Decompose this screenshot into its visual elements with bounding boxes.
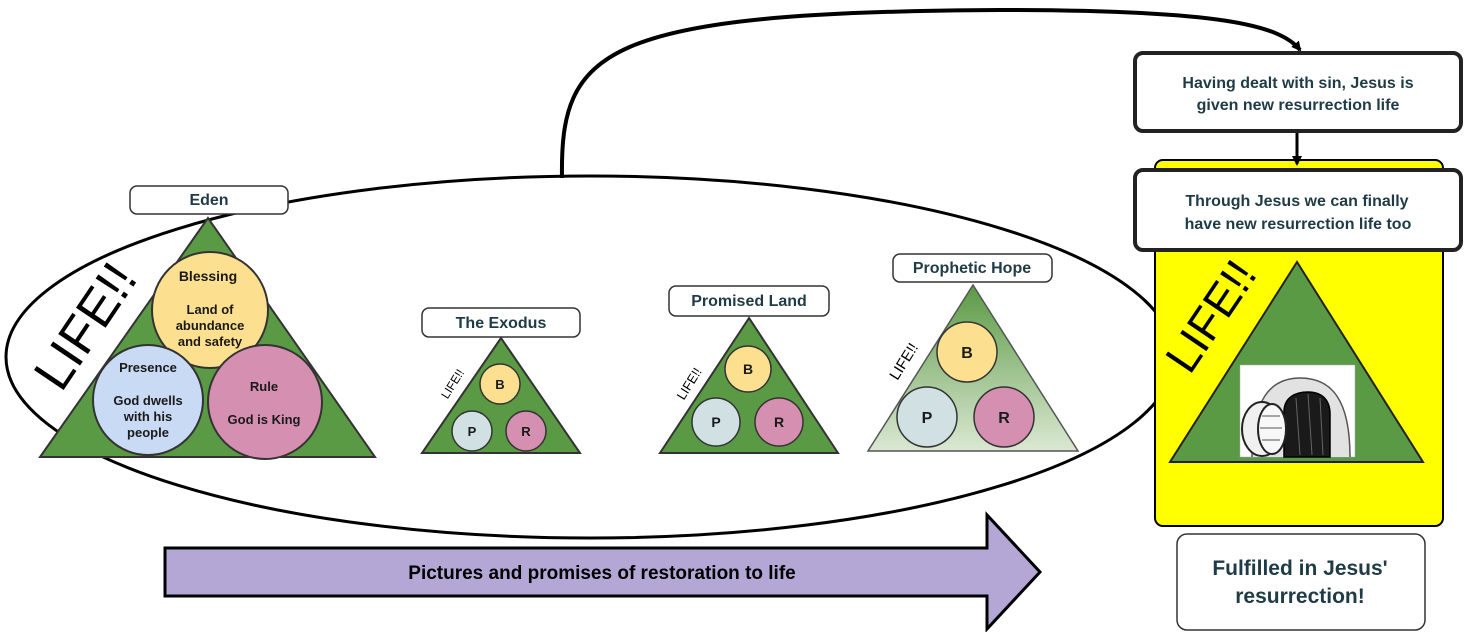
prophetic-hope-p-circle: [896, 386, 958, 448]
restoration-arrow: [163, 511, 1043, 632]
prophetic-hope-title: Prophetic Hope: [913, 260, 1031, 277]
prophetic-hope-p-label: P: [922, 410, 933, 427]
jesus-resurrection-line1: Having dealt with sin, Jesus is: [1182, 75, 1413, 92]
promised-land-r-circle: [754, 397, 804, 447]
prophetic-hope-title-box: [892, 253, 1053, 283]
restoration-arrow-label: Pictures and promises of restoration to …: [408, 563, 795, 584]
eden-rule-label: Rule: [250, 379, 278, 394]
eden-blessing-desc-1: Land of: [187, 302, 235, 317]
prophetic-hope-b-circle: [936, 321, 998, 383]
jesus-resurrection-box: [1133, 51, 1463, 133]
exodus-p-circle: [451, 410, 493, 452]
fulfilled-line1: Fulfilled in Jesus': [1212, 557, 1387, 580]
eden-rule-desc: God is King: [228, 412, 301, 427]
promised-land-p-circle: [691, 397, 741, 447]
promised-land-b-label: B: [743, 361, 753, 377]
eden-blessing-desc-3: and safety: [178, 334, 243, 349]
prophetic-hope-r-label: R: [998, 410, 1010, 427]
eden-blessing-label: Blessing: [179, 268, 237, 284]
connector-curve: [559, 7, 1302, 179]
promised-land-group: B P R LIFE!! Promised Land: [658, 285, 840, 454]
eden-blessing-circle: [151, 251, 269, 369]
fulfilled-box: [1176, 533, 1426, 631]
promised-land-r-label: R: [774, 414, 784, 430]
empty-tomb-icon: [1239, 364, 1356, 458]
resurrection-triangle: [1168, 260, 1425, 463]
exodus-title-box: [421, 307, 581, 338]
eden-title: Eden: [189, 192, 228, 209]
exodus-b-circle: [479, 363, 521, 405]
exodus-r-label: R: [521, 424, 531, 439]
our-resurrection-box: [1133, 168, 1463, 252]
eden-title-box: [129, 185, 289, 215]
exodus-b-label: B: [495, 377, 504, 392]
promised-land-b-circle: [724, 345, 772, 393]
promised-land-p-label: P: [711, 414, 720, 430]
exodus-group: B P R LIFE!! The Exodus: [420, 307, 582, 454]
eden-blessing-desc-2: abundance: [176, 318, 245, 333]
our-resurrection-line1: Through Jesus we can finally: [1185, 193, 1408, 210]
exodus-r-circle: [505, 410, 547, 452]
eden-presence-desc-1: God dwells: [113, 393, 182, 408]
fulfilled-line2: resurrection!: [1235, 585, 1365, 608]
eden-presence-label: Presence: [119, 360, 177, 375]
exodus-title: The Exodus: [456, 315, 547, 332]
eden-group: Blessing Land of abundance and safety Pr…: [23, 185, 377, 460]
eden-presence-circle: [92, 344, 204, 456]
our-resurrection-line2: have new resurrection life too: [1185, 216, 1412, 233]
prophetic-hope-r-circle: [973, 386, 1035, 448]
eden-presence-desc-2: with his: [123, 409, 172, 424]
eden-rule-circle: [207, 344, 323, 460]
jesus-resurrection-line2: given new resurrection life: [1197, 97, 1400, 114]
eden-presence-desc-3: people: [127, 425, 169, 440]
prophetic-hope-group: B P R LIFE!! Prophetic Hope: [866, 253, 1080, 452]
prophetic-hope-b-label: B: [961, 345, 973, 362]
promised-land-title-box: [668, 285, 830, 317]
promised-land-title: Promised Land: [691, 293, 807, 310]
exodus-p-label: P: [468, 424, 477, 439]
